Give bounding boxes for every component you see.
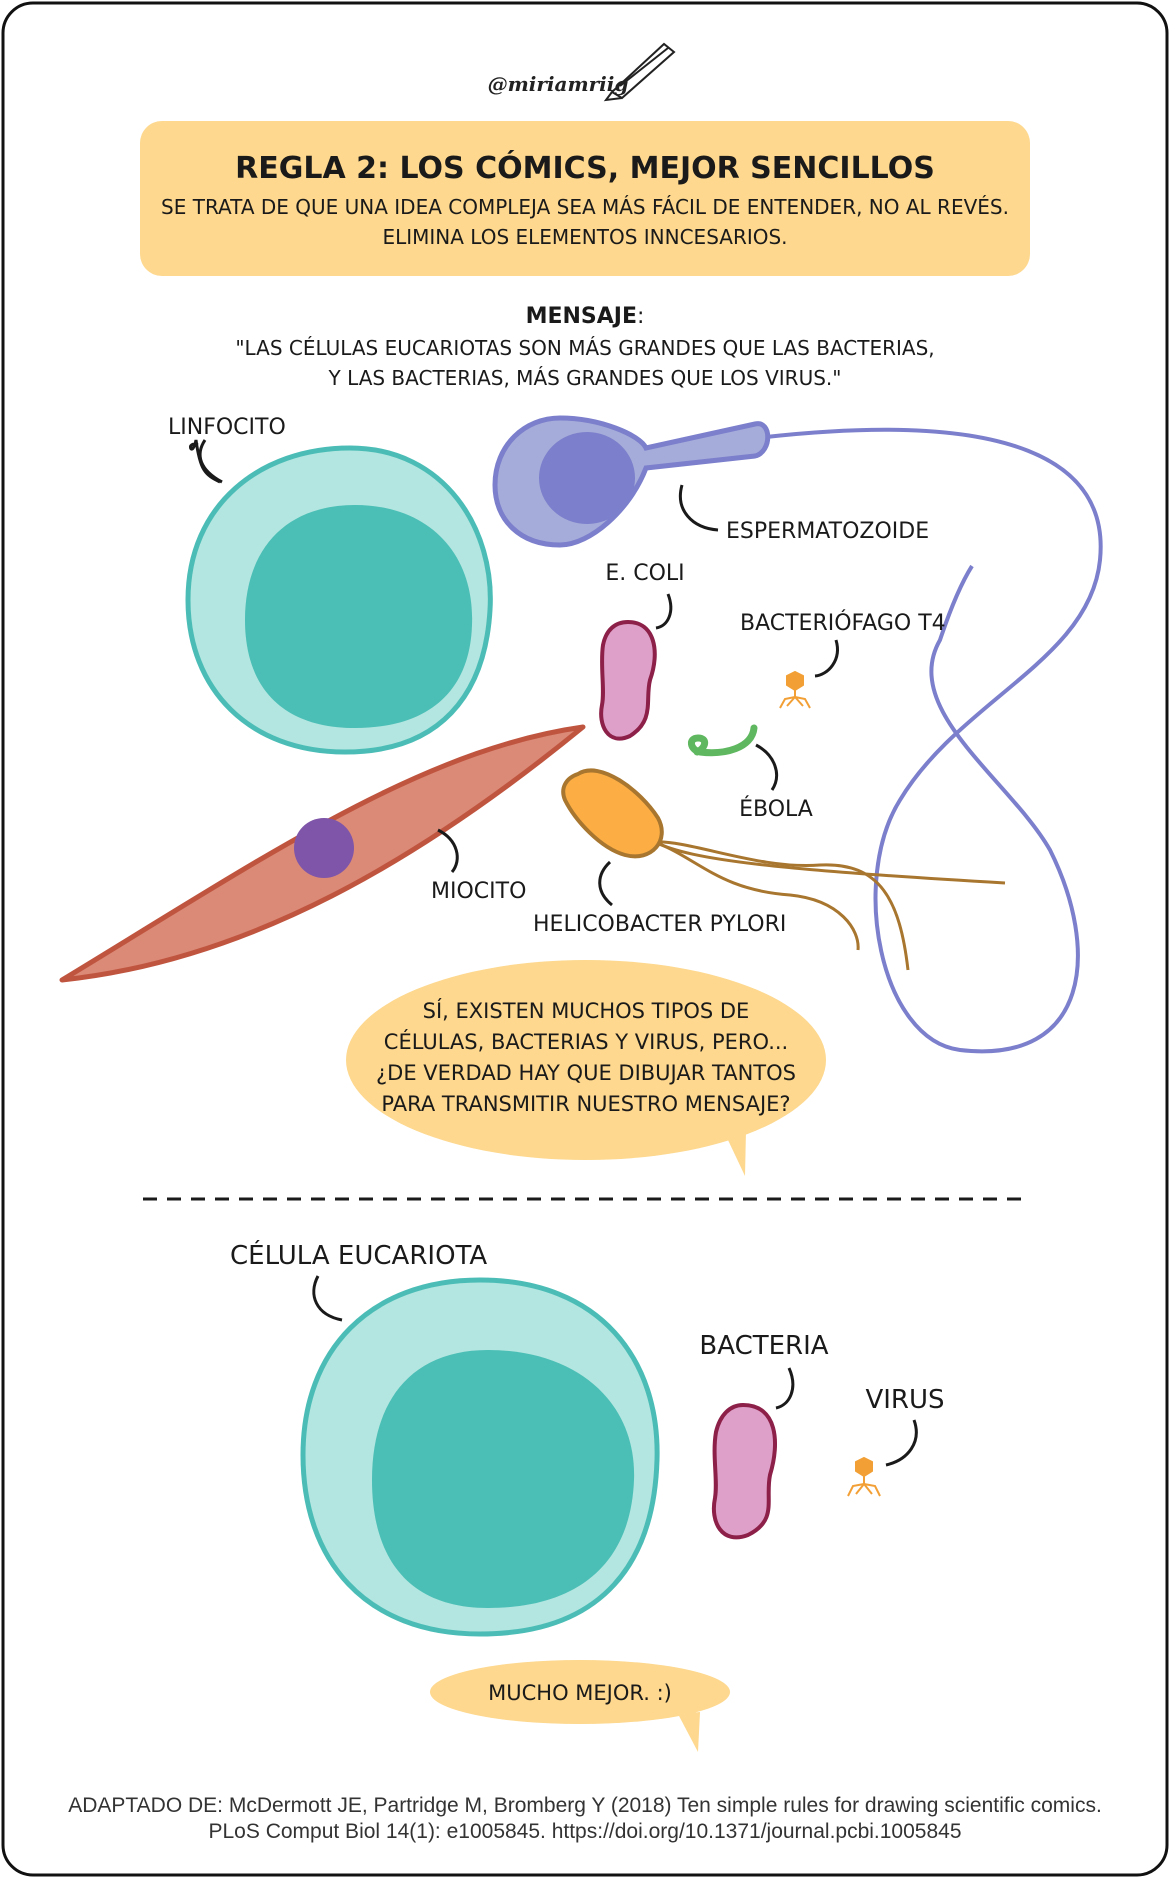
- bubble1-line1: SÍ, EXISTEN MUCHOS TIPOS DE: [423, 998, 750, 1023]
- virus-icon: [847, 1456, 881, 1497]
- virus-pointer: [885, 1419, 918, 1467]
- message-heading: MENSAJE:: [526, 304, 645, 329]
- label-miocito: MIOCITO: [431, 879, 526, 904]
- bubble2-text: MUCHO MEJOR. :): [488, 1681, 672, 1705]
- speech-bubble-2: [430, 1660, 730, 1752]
- bubble1-line3: ¿DE VERDAD HAY QUE DIBUJAR TANTOS: [376, 1061, 796, 1085]
- message-line2: Y LAS BACTERIAS, MÁS GRANDES QUE LOS VIR…: [328, 366, 842, 390]
- label-e-coli: E. COLI: [605, 561, 684, 586]
- spermatozoid: [492, 415, 771, 548]
- label-bacteria: BACTERIA: [699, 1331, 828, 1361]
- bacteria-pointer: [775, 1367, 795, 1410]
- eucariota-pointer: [312, 1275, 343, 1322]
- lymphocyte-cell: [185, 445, 493, 755]
- rule-header-box: [140, 121, 1030, 276]
- label-linfocito: LINFOCITO: [168, 415, 286, 440]
- sperm-tail: [765, 427, 1103, 1054]
- message-line1: "LAS CÉLULAS EUCARIOTAS SON MÁS GRANDES …: [235, 336, 934, 360]
- rule-title: REGLA 2: LOS CÓMICS, MEJOR SENCILLOS: [235, 149, 935, 186]
- label-ebola: ÉBOLA: [739, 796, 813, 822]
- e-coli-pointer: [655, 593, 673, 630]
- e-coli-bacterium: [599, 619, 657, 741]
- miocito-pointer: [437, 828, 459, 873]
- speech-bubble-1: [346, 960, 826, 1176]
- bacteriofago-pointer: [814, 639, 839, 678]
- label-celula-eucariota: CÉLULA EUCARIOTA: [230, 1239, 487, 1271]
- signature: @miriamriig: [488, 72, 629, 96]
- ebola-pointer: [755, 743, 778, 791]
- ebola-virus: [688, 724, 758, 757]
- label-espermatozoide: ESPERMATOZOIDE: [726, 519, 929, 544]
- label-helicobacter-pylori: HELICOBACTER PYLORI: [533, 912, 786, 937]
- espermatozoide-pointer: [679, 484, 719, 532]
- label-bacteriofago-t4: BACTERIÓFAGO T4: [740, 610, 946, 636]
- pen-icon: [603, 42, 676, 102]
- footer-citation-line2: PLoS Comput Biol 14(1): e1005845. https:…: [208, 1820, 961, 1843]
- eukaryotic-cell: [300, 1277, 660, 1637]
- myocyte-cell: [59, 724, 586, 983]
- rule-description-line1: SE TRATA DE QUE UNA IDEA COMPLEJA SEA MÁ…: [161, 195, 1009, 219]
- linfocito-pointer-line: [198, 439, 223, 484]
- bubble1-line4: PARA TRANSMITIR NUESTRO MENSAJE?: [381, 1092, 790, 1116]
- bubble1-line2: CÉLULAS, BACTERIAS Y VIRUS, PERO...: [384, 1029, 788, 1054]
- label-virus: VIRUS: [865, 1385, 944, 1415]
- linfocito-pointer: [189, 439, 221, 484]
- bacteria: [711, 1402, 777, 1540]
- footer-citation-line1: ADAPTADO DE: McDermott JE, Partridge M, …: [68, 1794, 1102, 1817]
- bacteriophage-t4-icon: [779, 670, 811, 709]
- helicobacter-pointer: [598, 860, 613, 907]
- helicobacter-pylori: [561, 768, 1006, 971]
- rule-description-line2: ELIMINA LOS ELEMENTOS INNCESARIOS.: [382, 225, 787, 249]
